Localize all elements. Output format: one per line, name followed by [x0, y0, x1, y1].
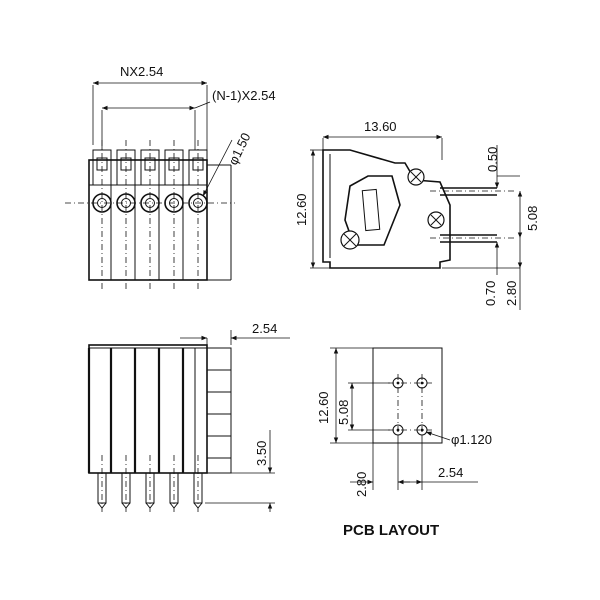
front-pitch-label: 2.54 [252, 321, 277, 336]
n-minus-1-pitch-label: (N-1)X2.54 [212, 88, 276, 103]
pcb-hole-diameter-label: φ1.120 [451, 432, 492, 447]
nx-pitch-label: NX2.54 [120, 64, 163, 79]
pcb-pitch-label: 2.54 [438, 465, 463, 480]
side-view: 13.60 12.60 0.50 5.08 [294, 119, 540, 310]
side-lever [344, 175, 401, 246]
pcb-edge-offset-label: 2.80 [354, 472, 369, 497]
front-pin-length-label: 3.50 [254, 441, 269, 466]
side-height-label: 12.60 [294, 193, 309, 226]
pcb-layout-title: PCB LAYOUT [343, 522, 439, 539]
side-body-outline [322, 149, 451, 269]
pcb-row-spacing-label: 5.08 [336, 400, 351, 425]
front-view: 2.54 [87, 321, 290, 512]
pcb-outline [372, 347, 443, 444]
top-view: NX2.54 (N-1)X2.54 [65, 64, 276, 290]
front-body [88, 344, 208, 474]
side-top-offset-label: 0.50 [485, 147, 500, 172]
side-pin-spacing-label: 5.08 [525, 206, 540, 231]
side-width-label: 13.60 [364, 119, 397, 134]
pcb-height-label: 12.60 [316, 391, 331, 424]
side-pin-offset-label: 2.80 [504, 281, 519, 306]
top-view-body [88, 159, 208, 281]
side-bottom-offset-label: 0.70 [483, 281, 498, 306]
hole-diameter-label: φ1.50 [225, 130, 253, 167]
pcb-layout: 12.60 5.08 φ1.120 2.80 [316, 347, 492, 539]
